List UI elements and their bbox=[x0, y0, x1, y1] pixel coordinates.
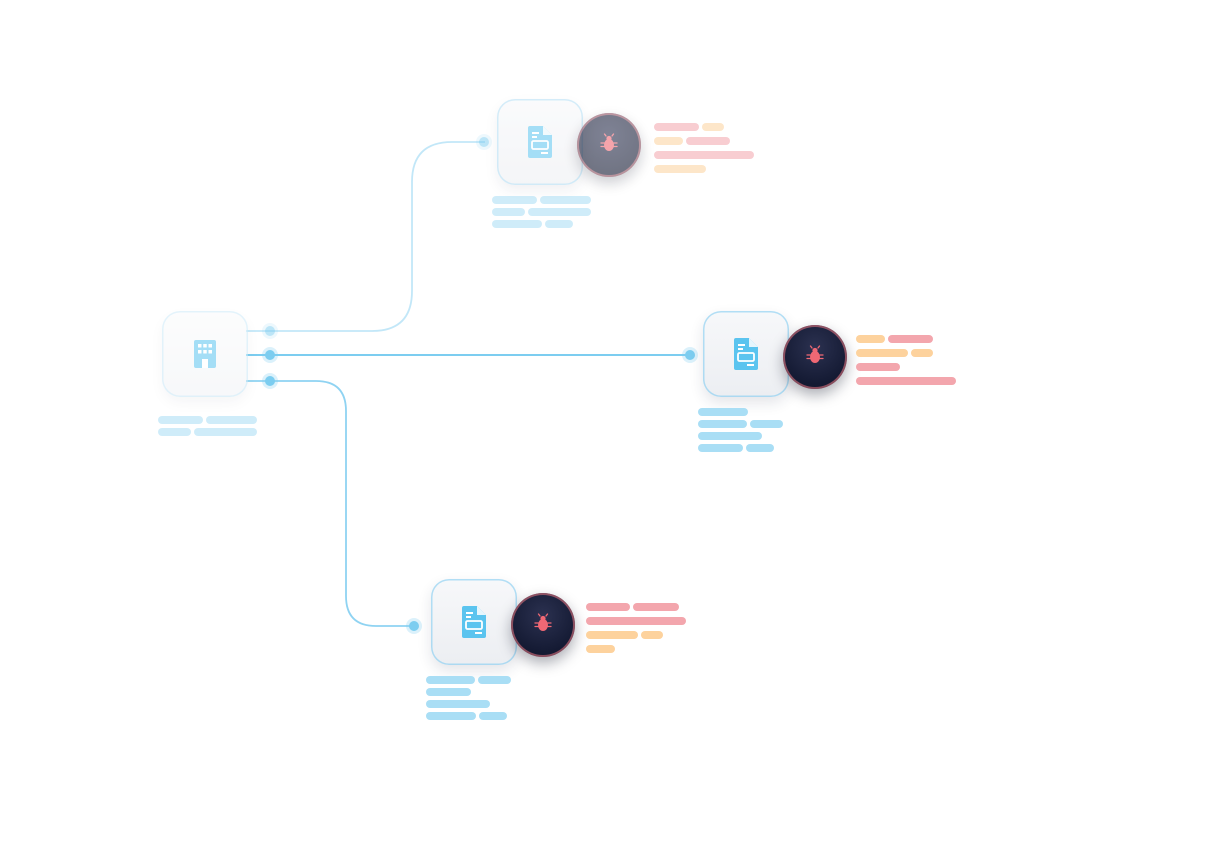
node-doc-bottom[interactable] bbox=[431, 579, 517, 665]
edge-source-to-doc-top bbox=[246, 141, 485, 332]
bug-icon bbox=[600, 132, 618, 158]
port-source-out-bottom[interactable] bbox=[265, 376, 275, 386]
document-icon bbox=[527, 125, 553, 159]
node-doc-top[interactable] bbox=[497, 99, 583, 185]
badge-doc-bottom[interactable] bbox=[511, 593, 575, 657]
document-icon bbox=[733, 337, 759, 371]
edge-source-to-doc-bottom bbox=[246, 380, 414, 627]
bug-icon bbox=[806, 344, 824, 370]
port-doc-top-in[interactable] bbox=[479, 137, 489, 147]
port-doc-middle-in[interactable] bbox=[685, 350, 695, 360]
port-doc-bottom-in[interactable] bbox=[409, 621, 419, 631]
node-source[interactable] bbox=[162, 311, 248, 397]
bug-icon bbox=[534, 612, 552, 638]
node-doc-middle[interactable] bbox=[703, 311, 789, 397]
badge-doc-middle[interactable] bbox=[783, 325, 847, 389]
building-icon bbox=[192, 338, 218, 370]
document-icon bbox=[461, 605, 487, 639]
port-source-out-middle[interactable] bbox=[265, 350, 275, 360]
port-source-out-top[interactable] bbox=[265, 326, 275, 336]
badge-doc-top[interactable] bbox=[577, 113, 641, 177]
